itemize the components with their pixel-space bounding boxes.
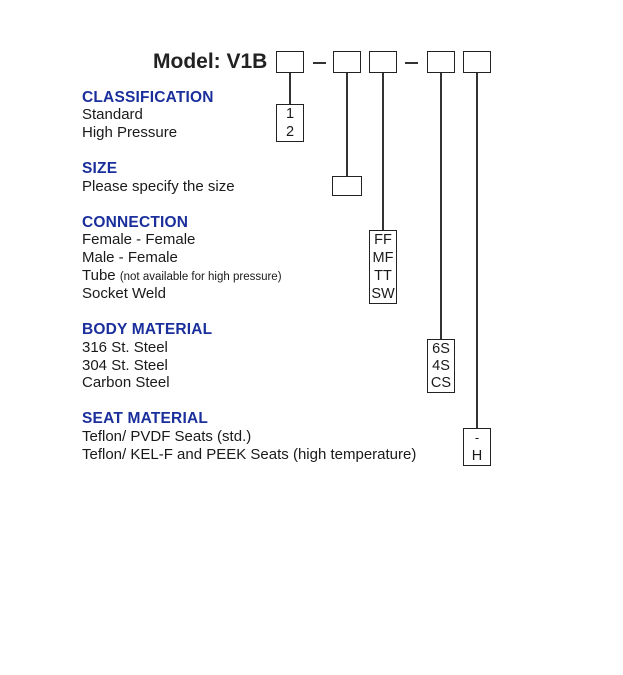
classification-option-standard: Standard xyxy=(82,106,143,123)
connection-option-tube: Tube (not available for high pressure) xyxy=(82,267,282,286)
body-material-heading: BODY MATERIAL xyxy=(82,321,213,338)
connection-option-female-female: Female - Female xyxy=(82,231,196,248)
connection-option-socket-weld: Socket Weld xyxy=(82,285,166,302)
size-heading: SIZE xyxy=(82,160,118,177)
connection-code-box: FF MF TT SW xyxy=(369,230,397,304)
model-label: Model: xyxy=(153,50,221,73)
body-material-code-box: 6S 4S CS xyxy=(427,339,455,393)
seat-material-slot-box[interactable] xyxy=(463,51,491,73)
size-option-specify: Please specify the size xyxy=(82,178,235,195)
body-material-option-304: 304 St. Steel xyxy=(82,357,168,374)
classification-code-box: 1 2 xyxy=(276,104,304,142)
connection-heading: CONNECTION xyxy=(82,214,189,231)
classification-slot-box[interactable] xyxy=(276,51,304,73)
seat-material-option-pvdf: Teflon/ PVDF Seats (std.) xyxy=(82,428,252,445)
size-slot-box[interactable] xyxy=(333,51,361,73)
model-title: Model: V1B xyxy=(153,50,267,74)
connection-option-tube-note: (not available for high pressure) xyxy=(119,271,282,283)
body-material-code-cs: CS xyxy=(430,375,452,391)
connection-option-male-female: Male - Female xyxy=(82,249,178,266)
size-code-box[interactable] xyxy=(332,176,362,196)
connection-code-mf: MF xyxy=(372,250,394,266)
classification-option-high-pressure: High Pressure xyxy=(82,124,178,141)
body-material-option-carbon: Carbon Steel xyxy=(82,374,170,391)
connection-connector-line xyxy=(382,73,384,230)
seat-material-code-h: H xyxy=(471,448,483,464)
connection-option-tube-label: Tube xyxy=(82,267,116,284)
body-material-connector-line xyxy=(440,73,442,339)
seat-material-heading: SEAT MATERIAL xyxy=(82,410,209,427)
seat-material-code-box: - H xyxy=(463,428,491,466)
size-connector-line xyxy=(346,73,348,176)
seat-material-connector-line xyxy=(476,73,478,428)
separator-dash xyxy=(313,62,326,64)
body-material-slot-box[interactable] xyxy=(427,51,455,73)
body-material-option-316: 316 St. Steel xyxy=(82,339,168,356)
connection-code-ff: FF xyxy=(374,232,392,248)
separator-dash xyxy=(405,62,418,64)
classification-code-high-pressure: 2 xyxy=(285,124,295,140)
connection-code-tt: TT xyxy=(374,268,392,284)
classification-connector-line xyxy=(289,73,291,104)
classification-code-standard: 1 xyxy=(285,106,295,122)
body-material-code-4s: 4S xyxy=(432,358,450,374)
model-name: V1B xyxy=(226,50,268,73)
classification-heading: CLASSIFICATION xyxy=(82,89,214,106)
seat-material-option-kelf-peek: Teflon/ KEL-F and PEEK Seats (high tempe… xyxy=(82,446,417,463)
seat-material-code-std: - xyxy=(474,430,480,445)
connection-slot-box[interactable] xyxy=(369,51,397,73)
connection-code-sw: SW xyxy=(371,286,395,302)
body-material-code-6s: 6S xyxy=(432,341,450,357)
